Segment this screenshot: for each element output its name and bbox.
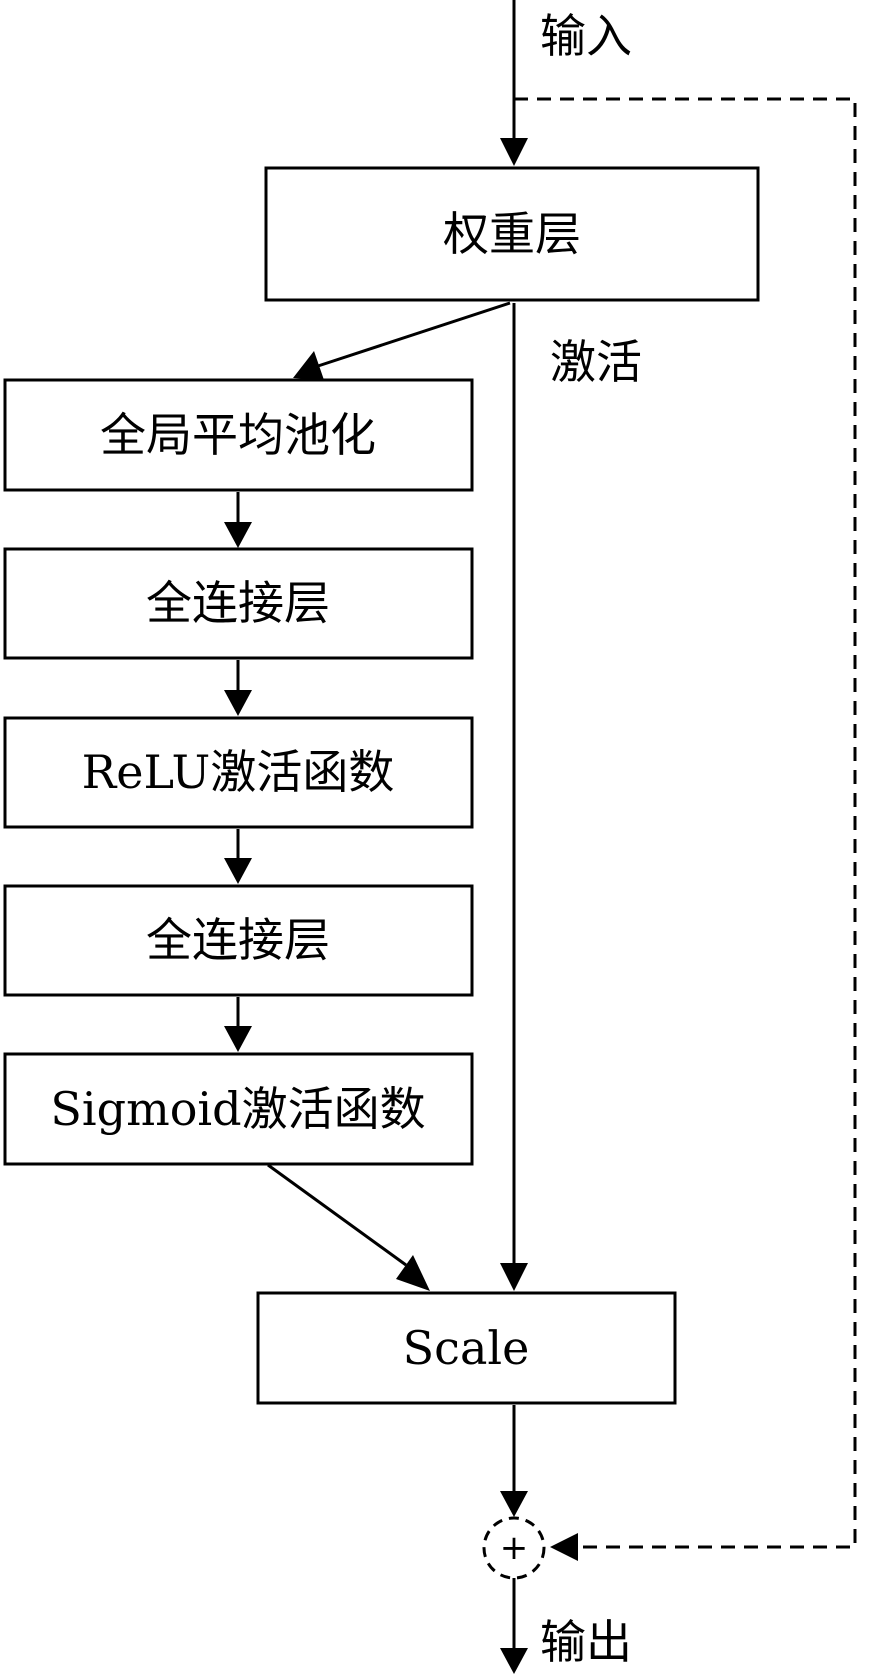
weight-layer-label: 权重层 <box>443 207 581 261</box>
relu-box: ReLU激活函数 <box>3 716 474 829</box>
fc1-to-relu-arrowhead <box>224 690 252 716</box>
sum-node: + <box>482 1516 546 1580</box>
sigmoid-to-scale-line <box>267 1163 407 1267</box>
input-arrowhead <box>500 138 528 166</box>
global-avg-pool-label: 全局平均池化 <box>100 408 376 462</box>
skip-connection-dashed <box>514 97 857 1549</box>
fc-layer-1-label: 全连接层 <box>146 576 330 630</box>
plus-icon: + <box>500 1528 529 1568</box>
output-label: 输出 <box>540 1615 632 1669</box>
sum-node-circle <box>482 1516 546 1580</box>
scale-box: Scale <box>256 1291 677 1405</box>
fc-layer-2-box: 全连接层 <box>3 884 474 997</box>
global-avg-pool-box: 全局平均池化 <box>3 378 474 492</box>
weight-layer-box: 权重层 <box>264 166 760 302</box>
input-label: 输入 <box>540 9 632 63</box>
sigmoid-box: Sigmoid激活函数 <box>3 1052 474 1166</box>
skip-arrowhead <box>550 1533 578 1561</box>
branch-diagonal-line <box>317 301 511 368</box>
sigmoid-label: Sigmoid激活函数 <box>50 1082 425 1136</box>
scale-to-sum-arrowhead <box>500 1491 528 1517</box>
pool-to-fc1-arrowhead <box>224 522 252 548</box>
fc-layer-1-box: 全连接层 <box>3 547 474 660</box>
sigmoid-to-scale-arrowhead <box>396 1255 430 1291</box>
fc2-to-sigmoid-arrowhead <box>224 1026 252 1052</box>
output-arrowhead <box>500 1648 528 1674</box>
fc-layer-2-label: 全连接层 <box>146 913 330 967</box>
scale-label: Scale <box>403 1321 530 1375</box>
branch-arrowhead <box>293 351 324 380</box>
relu-label: ReLU激活函数 <box>82 745 395 799</box>
relu-to-fc2-arrowhead <box>224 858 252 884</box>
activation-arrowhead <box>500 1263 528 1291</box>
activation-label: 激活 <box>550 335 642 389</box>
